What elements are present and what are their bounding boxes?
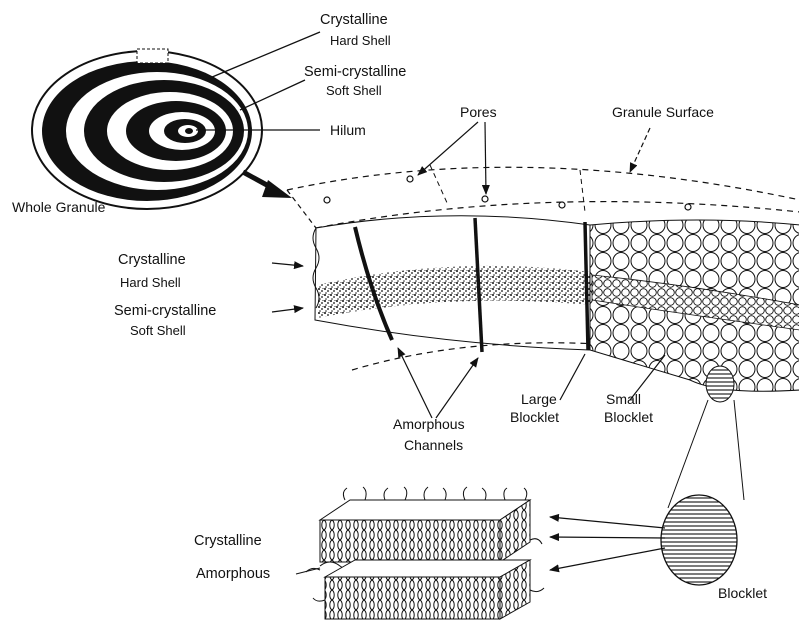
hilum-label: Hilum xyxy=(330,122,366,138)
blocklet-to-stack-arrows xyxy=(550,517,665,570)
blocklet-label: Blocklet xyxy=(718,585,767,601)
pores-label: Pores xyxy=(460,104,497,120)
top-soft-shell-label: Soft Shell xyxy=(326,83,382,99)
bottom-crystalline-label: Crystalline xyxy=(194,533,262,549)
top-hard-shell-label: Hard Shell xyxy=(330,33,391,49)
blocklet-zoom-lines xyxy=(668,400,744,508)
mid-semicrystalline-label: Semi-crystalline xyxy=(114,303,216,319)
bottom-label-leaders xyxy=(296,568,320,574)
mid-crystalline-label: Crystalline xyxy=(118,252,186,268)
whole-granule-arrow xyxy=(243,172,292,198)
granule-surface-label: Granule Surface xyxy=(612,104,714,120)
whole-granule-label: Whole Granule xyxy=(12,199,105,215)
whole-granule-figure xyxy=(32,49,262,209)
large-blocklet-label-line2: Blocklet xyxy=(510,409,559,425)
granule-section xyxy=(287,165,799,402)
top-crystalline-label: Crystalline xyxy=(320,12,388,28)
small-blocklet-label-line1: Small xyxy=(606,391,641,407)
pores-arrows xyxy=(418,122,650,194)
bottom-amorphous-label: Amorphous xyxy=(196,566,270,582)
top-semicrystalline-label: Semi-crystalline xyxy=(304,64,406,80)
mid-hard-shell-label: Hard Shell xyxy=(120,275,181,291)
mid-left-arrows xyxy=(272,263,303,312)
blocklet-figure xyxy=(661,495,737,585)
amorphous-channels-label-line2: Channels xyxy=(404,437,463,453)
amorphous-channels-label-line1: Amorphous xyxy=(393,416,465,432)
mid-soft-shell-label: Soft Shell xyxy=(130,323,186,339)
lamellae-stack xyxy=(306,487,544,619)
large-blocklet-label-line1: Large xyxy=(521,391,557,407)
small-blocklet-label-line2: Blocklet xyxy=(604,409,653,425)
